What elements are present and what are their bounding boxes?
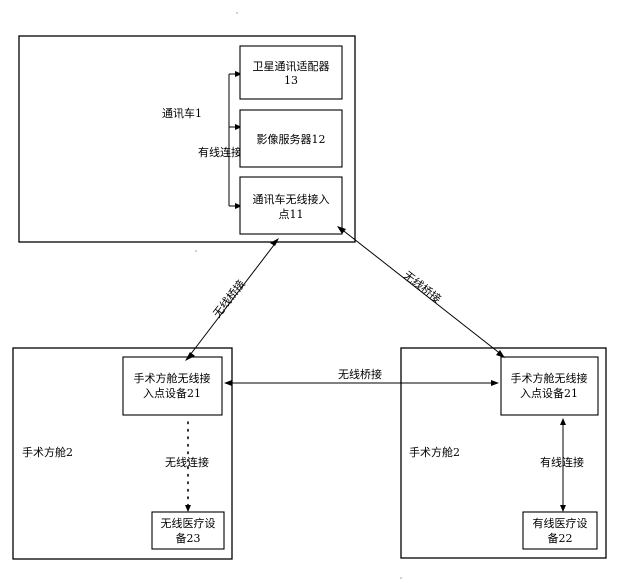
vehicle-access-point-line2: 点11	[279, 208, 304, 221]
satellite-adapter-line1: 卫星通讯适配器	[253, 60, 330, 73]
vehicle-wired-label: 有线连接	[198, 145, 242, 159]
cabin-left-panel: 手术方舱2 手术方舱无线接 入点设备21 无线连接 无线医疗设 备23	[12, 347, 233, 560]
vehicle-access-point-line1: 通讯车无线接入	[253, 192, 330, 206]
satellite-adapter-line2: 13	[284, 74, 298, 87]
cabin-right-access-point-box: 手术方舱无线接 入点设备21	[500, 356, 599, 416]
cabin-left-label: 手术方舱2	[22, 445, 73, 459]
bridge-middle-link	[224, 380, 499, 386]
cabin-left-device-line1: 无线医疗设	[161, 516, 216, 530]
bridge-left-label: 无线桥接	[210, 277, 248, 320]
cabin-left-link-label: 无线连接	[165, 455, 209, 469]
cabin-right-link-label: 有线连接	[540, 455, 584, 469]
vehicle-wired-bus	[228, 71, 242, 209]
image-server-box: 影像服务器12	[239, 109, 343, 168]
vehicle-label: 通讯车1	[162, 106, 202, 120]
bridge-left-link	[185, 238, 279, 361]
cabin-right-label: 手术方舱2	[409, 445, 460, 459]
scan-speck	[400, 577, 402, 579]
cabin-left-access-point-line1: 手术方舱无线接	[134, 371, 211, 385]
cabin-left-link-arrow	[185, 505, 191, 512]
satellite-adapter-box: 卫星通讯适配器 13	[239, 45, 343, 100]
cabin-right-access-point-line1: 手术方舱无线接	[511, 371, 588, 385]
image-server-line1: 影像服务器12	[257, 133, 326, 146]
cabin-right-panel: 手术方舱2 手术方舱无线接 入点设备21 有线连接 有线医疗设 备22	[400, 347, 607, 559]
vehicle-panel: 通讯车1 有线连接 卫星通讯适配器 13 影像服务器12 通讯车无线接入 点11	[18, 35, 356, 243]
cabin-right-wired-link	[560, 418, 566, 512]
cabin-left-access-point-box: 手术方舱无线接 入点设备21	[122, 356, 223, 416]
cabin-left-access-point-line2: 入点设备21	[143, 386, 201, 400]
cabin-right-access-point-line2: 入点设备21	[520, 386, 578, 400]
scan-speck	[236, 12, 238, 14]
cabin-right-device-box: 有线医疗设 备22	[522, 511, 598, 550]
scan-speck	[195, 250, 197, 252]
bridge-middle-label: 无线桥接	[338, 367, 382, 381]
cabin-right-device-line1: 有线医疗设	[533, 516, 588, 530]
bridge-right-link	[337, 226, 505, 358]
cabin-left-device-line2: 备23	[176, 531, 201, 545]
cabin-left-device-box: 无线医疗设 备23	[151, 511, 225, 550]
bridge-right-label: 无线桥接	[401, 268, 444, 306]
cabin-right-device-line2: 备22	[548, 531, 573, 545]
vehicle-access-point-box: 通讯车无线接入 点11	[239, 176, 343, 235]
